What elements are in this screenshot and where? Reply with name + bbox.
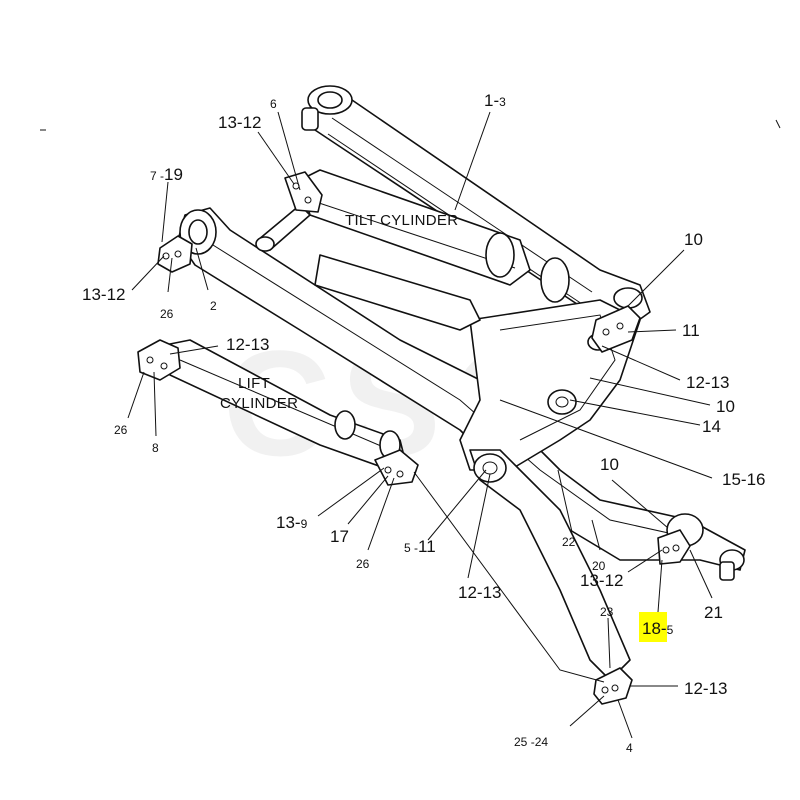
callout-23: 23 bbox=[600, 605, 614, 619]
lift-cylinder-title-line1: LIFT bbox=[238, 375, 270, 392]
callout-25-24: 25 -24 bbox=[514, 735, 548, 749]
callout-14: 14 bbox=[702, 417, 721, 436]
callout-5-11: 5 -11 bbox=[404, 537, 436, 556]
callout-10-c: 10 bbox=[600, 455, 619, 474]
callout-12-13-bottom: 12-13 bbox=[684, 679, 727, 698]
callout-26-a: 26 bbox=[160, 307, 174, 321]
callout-20: 20 bbox=[592, 559, 606, 573]
callout-13-12-top: 13-12 bbox=[218, 113, 261, 132]
callout-10-a: 10 bbox=[684, 230, 703, 249]
lift-cylinder-title-line2: CYLINDER bbox=[220, 395, 298, 412]
callout-21: 21 bbox=[704, 603, 723, 622]
callout-22: 22 bbox=[562, 535, 576, 549]
callout-13-12-left: 13-12 bbox=[82, 285, 125, 304]
callout-26-b: 26 bbox=[114, 423, 128, 437]
tilt-cylinder bbox=[255, 169, 570, 331]
callout-26-c: 26 bbox=[356, 557, 370, 571]
callout-1-3: 1-3 bbox=[484, 91, 506, 110]
callout-8: 8 bbox=[152, 441, 159, 455]
callout-4: 4 bbox=[626, 741, 633, 755]
pin-brackets bbox=[157, 235, 691, 705]
callout-2: 2 bbox=[210, 299, 217, 313]
callout-18-highlight bbox=[639, 612, 667, 642]
callout-11: 11 bbox=[682, 321, 700, 340]
callout-15-16: 15-16 bbox=[722, 470, 765, 489]
callout-12-13-left: 12-13 bbox=[226, 335, 269, 354]
callout-12-13-right: 12-13 bbox=[686, 373, 729, 392]
callout-13-12-right: 13-12 bbox=[580, 571, 623, 590]
tilt-cylinder-title: TILT CYLINDER bbox=[345, 212, 458, 229]
lift-cylinder bbox=[137, 339, 419, 486]
callout-7-19: 7 -19 bbox=[150, 165, 183, 184]
scan-marks bbox=[40, 119, 781, 131]
callout-6: 6 bbox=[270, 97, 277, 111]
callout-18-5: 18-5 bbox=[642, 619, 674, 638]
leader-lines bbox=[127, 111, 713, 739]
callout-13-9: 13-9 bbox=[276, 513, 308, 532]
callout-10-b: 10 bbox=[716, 397, 735, 416]
callout-17: 17 bbox=[330, 527, 349, 546]
callout-12-13-mid: 12-13 bbox=[458, 583, 501, 602]
